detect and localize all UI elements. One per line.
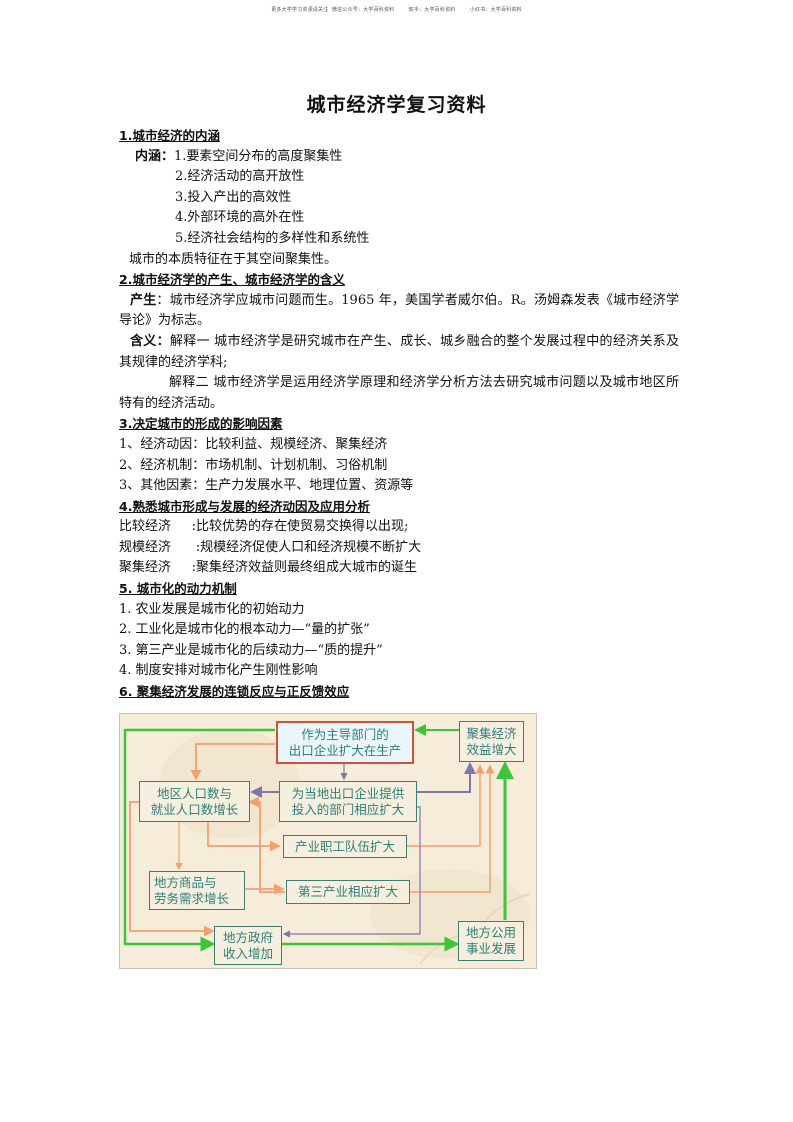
node-supply-sectors: 为当地出口企业提供 投入的部门相应扩大: [279, 781, 417, 822]
node-label: 地方商品与: [154, 874, 217, 890]
node-label: 产业职工队伍扩大: [294, 838, 395, 854]
node-government-revenue: 地方政府 收入增加: [214, 926, 282, 965]
connotation-item: 3.投入产出的高效性: [175, 189, 292, 205]
node-label: 就业人口数增长: [150, 801, 239, 817]
node-label: 劳务需求增长: [154, 890, 230, 906]
node-tertiary-expansion: 第三产业相应扩大: [286, 880, 410, 904]
node-label: 为当地出口企业提供: [291, 785, 405, 801]
meaning-label: 含义：: [130, 333, 170, 349]
page-header-note: 更多大学学习资源请关注 微信公众号：大学百科资料 知乎：大学百科资料 小红书：大…: [271, 7, 522, 13]
section-3-heading: 3.决定城市的形成的影响因素: [119, 416, 283, 432]
connotation-summary: 城市的本质特征在于其空间聚集性。: [129, 251, 338, 267]
origin-text: ：城市经济学应城市问题而生。1965 年，美国学者威尔伯。R。汤姆森发表《城市经…: [119, 292, 679, 329]
connotation-item: 4.外部环境的高外在性: [175, 210, 305, 226]
node-label: 作为主导部门的: [301, 726, 389, 742]
mechanism-item: 2. 工业化是城市化的根本动力—“量的扩张”: [119, 622, 370, 638]
node-label: 地区人口数与: [156, 785, 232, 801]
mechanism-item: 4. 制度安排对城市化产生刚性影响: [119, 663, 318, 679]
node-label: 效益增大: [466, 741, 517, 757]
node-population-growth: 地区人口数与 就业人口数增长: [139, 781, 250, 822]
mechanism-item: 3. 第三产业是城市化的后续动力—“质的提升”: [119, 642, 383, 658]
factor-item: 1、经济动因：比较利益、规模经济、聚集经济: [119, 436, 388, 452]
origin-label: 产生: [130, 292, 157, 308]
node-local-demand: 地方商品与 劳务需求增长: [149, 871, 245, 910]
node-label: 投入的部门相应扩大: [291, 801, 405, 817]
agglomeration-feedback-diagram: 作为主导部门的 出口企业扩大在生产 聚集经济 效益增大 地区人口数与 就业人口数…: [119, 713, 537, 969]
connotation-label: 内涵：: [135, 148, 175, 164]
motive-item: 规模经济 :规模经济促使人口和经济规模不断扩大: [119, 539, 422, 555]
node-label: 第三产业相应扩大: [297, 884, 398, 899]
section-2-heading: 2.城市经济学的产生、城市经济学的含义: [119, 272, 345, 288]
node-label: 聚集经济: [466, 725, 517, 741]
factor-item: 3、其他因素：生产力发展水平、地理位置、资源等: [119, 478, 414, 494]
node-label: 事业发展: [465, 941, 516, 956]
node-label: 出口企业扩大在生产: [288, 742, 402, 758]
node-label: 地方政府: [222, 929, 273, 945]
connotation-item: 1.要素空间分布的高度聚集性: [174, 148, 343, 164]
node-label: 收入增加: [222, 945, 273, 961]
motive-item: 比较经济 :比较优势的存在使贸易交换得以出现;: [119, 519, 409, 535]
node-lead-export-sector: 作为主导部门的 出口企业扩大在生产: [276, 721, 414, 764]
section-5-heading: 5. 城市化的动力机制: [119, 581, 237, 597]
motive-item: 聚集经济 :聚集经济效益则最终组成大城市的诞生: [119, 560, 418, 576]
section-6-heading: 6. 聚集经济发展的连锁反应与正反馈效应: [119, 684, 350, 700]
factor-item: 2、经济机制：市场机制、计划机制、习俗机制: [119, 457, 388, 473]
page-title: 城市经济学复习资料: [306, 94, 487, 116]
node-public-utilities: 地方公用 事业发展: [458, 921, 524, 961]
meaning-explanation-1: 解释一 城市经济学是研究城市在产生、成长、城乡融合的整个发展过程中的经济关系及其…: [119, 333, 679, 370]
node-agglomeration-benefit: 聚集经济 效益增大: [459, 721, 524, 762]
meaning-explanation-2: 解释二 城市经济学是运用经济学原理和经济学分析方法去研究城市问题以及城市地区所特…: [119, 375, 679, 411]
section-1-heading: 1.城市经济的内涵: [119, 128, 220, 143]
connotation-item: 5.经济社会结构的多样性和系统性: [175, 230, 370, 246]
node-workforce-expansion: 产业职工队伍扩大: [283, 835, 407, 858]
mechanism-item: 1. 农业发展是城市化的初始动力: [119, 601, 305, 617]
node-label: 地方公用: [465, 925, 516, 940]
document-body: 1.城市经济的内涵 内涵：1.要素空间分布的高度聚集性 2.经济活动的高开放性 …: [119, 126, 679, 703]
section-4-heading: 4.熟悉城市形成与发展的经济动因及应用分析: [119, 498, 370, 514]
connotation-item: 2.经济活动的高开放性: [175, 169, 305, 185]
